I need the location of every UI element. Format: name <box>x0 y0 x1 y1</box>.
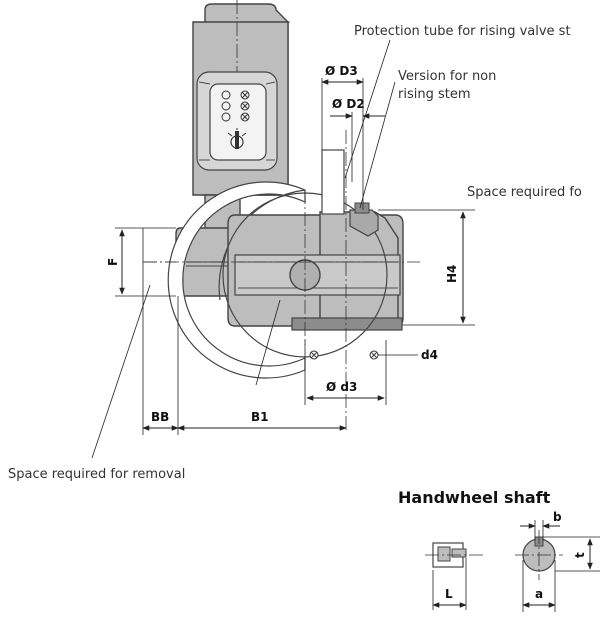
dim-B1: B1 <box>251 410 269 424</box>
dim-H4: H4 <box>445 265 459 283</box>
shaft-section-view: b t a <box>515 510 600 612</box>
callout-space-required-right: Space required fo <box>467 185 582 200</box>
dim-F: F <box>106 258 120 266</box>
dim-t: t <box>573 552 587 558</box>
handwheel-shaft-title: Handwheel shaft <box>398 488 551 507</box>
dim-d3: Ø d3 <box>326 380 357 394</box>
control-panel <box>196 71 278 171</box>
shaft-side-view: L <box>425 542 485 610</box>
callout-protection-tube: Protection tube for rising valve st <box>354 24 571 39</box>
callout-version-non-rising-1: Version for non <box>398 69 496 84</box>
dim-b: b <box>553 510 562 524</box>
dim-L: L <box>445 587 453 601</box>
selector-switch-icon <box>227 128 247 149</box>
callout-version-non-rising-2: rising stem <box>398 87 471 102</box>
dim-D3: Ø D3 <box>325 64 358 78</box>
dim-d4: d4 <box>421 348 438 362</box>
indicator-x-icon <box>240 90 250 122</box>
callout-space-required-removal: Space required for removal <box>8 467 185 482</box>
dim-BB: BB <box>151 410 169 424</box>
dim-D2: Ø D2 <box>332 97 365 111</box>
dim-a: a <box>535 587 543 601</box>
protection-tube <box>321 149 379 237</box>
